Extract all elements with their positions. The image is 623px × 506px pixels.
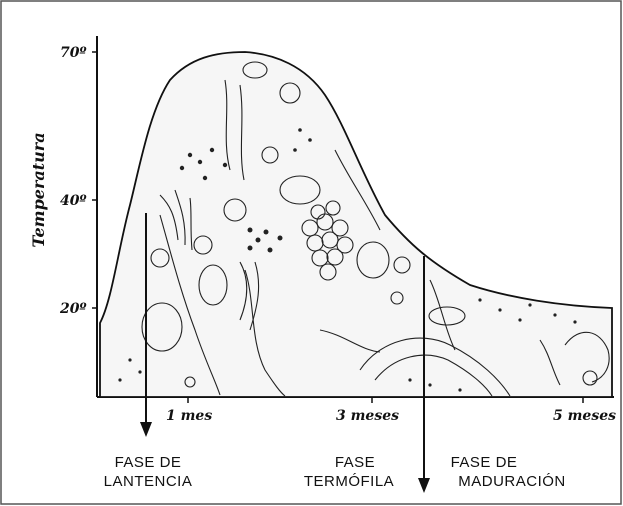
phase-label-termofila-line2: TERMÓFILA: [304, 473, 394, 490]
x-tick-label: 3 meses: [336, 408, 399, 424]
y-tick-label: 70º: [60, 45, 86, 61]
phase-label-termofila-line1: FASE: [335, 454, 375, 471]
y-axis-label: Temperatura: [29, 132, 48, 247]
temperature-curve: [100, 52, 612, 397]
x-tick-label: 5 meses: [553, 408, 616, 424]
y-tick-label: 40º: [60, 193, 86, 209]
phase-label-maduracion-line2: MADURACIÓN: [458, 473, 566, 490]
phase-label-lantencia-line1: FASE DE: [115, 454, 182, 471]
phase-label-maduracion-line1: FASE DE: [451, 454, 518, 471]
y-tick-label: 20º: [59, 301, 86, 317]
x-tick-label: 1 mes: [166, 408, 212, 424]
phase-label-lantencia-line2: LANTENCIA: [104, 473, 193, 490]
